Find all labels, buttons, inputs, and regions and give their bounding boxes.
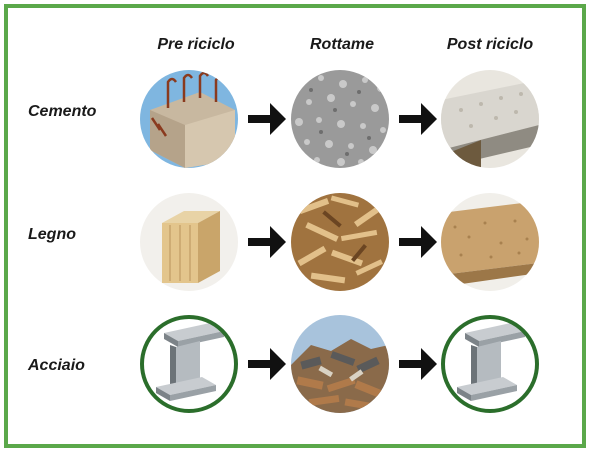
row-label-cemento: Cemento [28, 103, 97, 120]
scrap-metal-pile-image [291, 315, 389, 413]
column-header-scrap: Rottame [309, 36, 374, 53]
column-header-pre: Pre riciclo [157, 36, 235, 53]
highlight-ring [441, 315, 539, 413]
row-label-acciaio: Acciaio [28, 357, 85, 374]
crushed-gravel-image [291, 70, 389, 168]
arrow-right-icon [399, 226, 437, 258]
concrete-block-rebar-image [140, 70, 238, 168]
row-label-legno: Legno [28, 226, 76, 243]
arrow-right-icon [399, 348, 437, 380]
arrow-right-icon [399, 103, 437, 135]
arrow-right-icon [248, 226, 286, 258]
column-header-post: Post riciclo [446, 36, 534, 53]
arrow-right-icon [248, 103, 286, 135]
timber-beam-image [140, 193, 238, 291]
wood-chips-image [291, 193, 389, 291]
chipboard-panel-image [441, 193, 539, 291]
highlight-ring [140, 315, 238, 413]
arrow-right-icon [248, 348, 286, 380]
recycled-concrete-slab-image [441, 70, 539, 168]
